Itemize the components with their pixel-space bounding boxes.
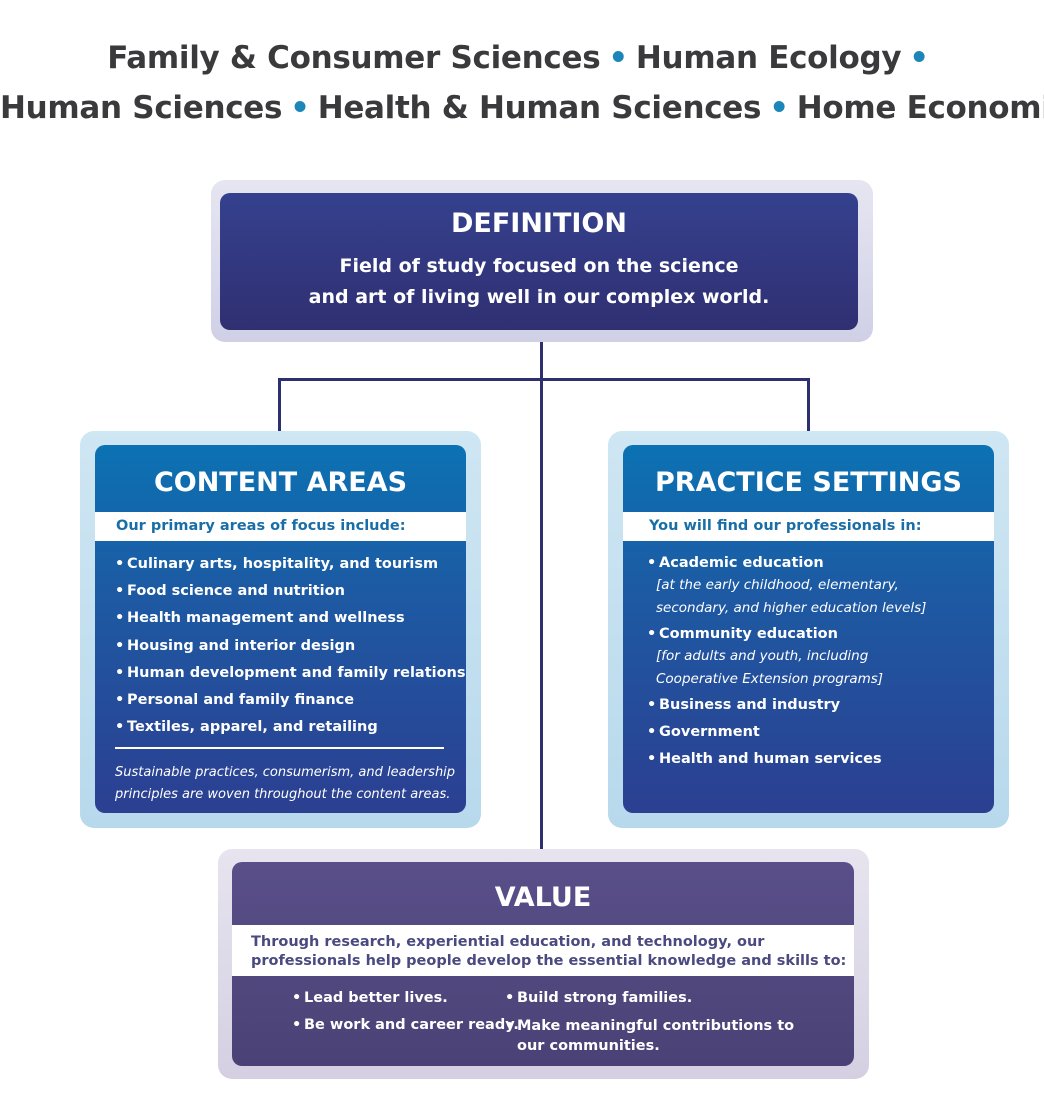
practice-settings-subtitle: You will find our professionals in: — [649, 518, 922, 534]
detail-line: [at the early childhood, elementary, — [656, 577, 899, 593]
connector-right-drop — [807, 378, 810, 445]
connector-left-drop — [278, 378, 281, 445]
content-areas-box: CONTENT AREAS Our primary areas of focus… — [95, 445, 466, 813]
list-item-detail: [for adults and youth, including Coopera… — [656, 643, 926, 696]
separator-dot: • — [290, 90, 310, 126]
definition-text-line: Field of study focused on the science — [339, 255, 739, 277]
list-item: Textiles, apparel, and retailing — [115, 718, 466, 745]
connector-vertical-main — [540, 341, 543, 850]
footnote-line: Sustainable practices, consumerism, and … — [115, 765, 456, 780]
definition-box: DEFINITION Field of study focused on the… — [220, 193, 858, 330]
content-areas-subtitle: Our primary areas of focus include: — [116, 518, 406, 534]
list-item: Be work and career ready. — [292, 1016, 519, 1043]
detail-line: Cooperative Extension programs] — [656, 671, 884, 687]
list-item-detail: [at the early childhood, elementary, sec… — [656, 572, 926, 625]
definition-text: Field of study focused on the science an… — [220, 251, 858, 313]
divider — [115, 747, 444, 749]
value-title: VALUE — [494, 882, 592, 913]
connector-horizontal — [278, 378, 810, 381]
list-item: Make meaningful contributions to our com… — [505, 1016, 817, 1056]
list-item-label: Academic education — [659, 555, 824, 571]
separator-dot: • — [608, 40, 628, 76]
header-term: Home Economics — [796, 90, 1044, 126]
detail-line: [for adults and youth, including — [656, 648, 869, 664]
header-term: Human Sciences — [0, 90, 283, 126]
list-item: Culinary arts, hospitality, and tourism — [115, 555, 466, 582]
practice-settings-title: PRACTICE SETTINGS — [654, 467, 962, 498]
list-item: Academic education [at the early childho… — [647, 554, 926, 625]
footnote-line: principles are woven throughout the cont… — [115, 787, 451, 802]
content-areas-title: CONTENT AREAS — [153, 467, 408, 498]
value-intro-band: Through research, experiential education… — [232, 925, 854, 976]
value-list-right: Build strong families. Make meaningful c… — [505, 989, 817, 1056]
content-areas-footnote: Sustainable practices, consumerism, and … — [115, 762, 455, 806]
value-intro-line: Through research, experiential education… — [251, 934, 765, 950]
practice-settings-subtitle-band: You will find our professionals in: — [623, 512, 994, 541]
list-item: Community education [for adults and yout… — [647, 625, 926, 696]
list-item: Food science and nutrition — [115, 582, 466, 609]
header-term: Family & Consumer Sciences — [107, 40, 601, 76]
header-term: Health & Human Sciences — [317, 90, 762, 126]
list-item-label: Community education — [659, 626, 838, 642]
list-item: Personal and family finance — [115, 691, 466, 718]
value-box: VALUE Through research, experiential edu… — [232, 862, 854, 1066]
list-item: Build strong families. — [505, 989, 817, 1016]
content-areas-subtitle-band: Our primary areas of focus include: — [95, 512, 466, 541]
separator-dot: • — [769, 90, 789, 126]
value-intro-line: professionals help people develop the es… — [251, 953, 847, 969]
detail-line: secondary, and higher education levels] — [656, 600, 927, 616]
list-item: Lead better lives. — [292, 989, 519, 1016]
list-item: Housing and interior design — [115, 637, 466, 664]
list-item: Health management and wellness — [115, 609, 466, 636]
definition-text-line: and art of living well in our complex wo… — [308, 286, 770, 308]
list-item: Business and industry — [647, 696, 926, 723]
header-line-2: Human Sciences•Health & Human Sciences•H… — [0, 90, 1044, 126]
value-list-left: Lead better lives. Be work and career re… — [292, 989, 519, 1043]
content-areas-list: Culinary arts, hospitality, and tourism … — [115, 555, 466, 745]
practice-settings-list: Academic education [at the early childho… — [647, 554, 926, 778]
definition-title: DEFINITION — [450, 208, 627, 239]
list-item: Health and human services — [647, 750, 926, 777]
list-item: Human development and family relations — [115, 664, 466, 691]
list-item: Government — [647, 723, 926, 750]
separator-dot: • — [909, 40, 929, 76]
header-line-1: Family & Consumer Sciences•Human Ecology… — [0, 40, 1044, 76]
header-term: Human Ecology — [635, 40, 902, 76]
practice-settings-box: PRACTICE SETTINGS You will find our prof… — [623, 445, 994, 813]
